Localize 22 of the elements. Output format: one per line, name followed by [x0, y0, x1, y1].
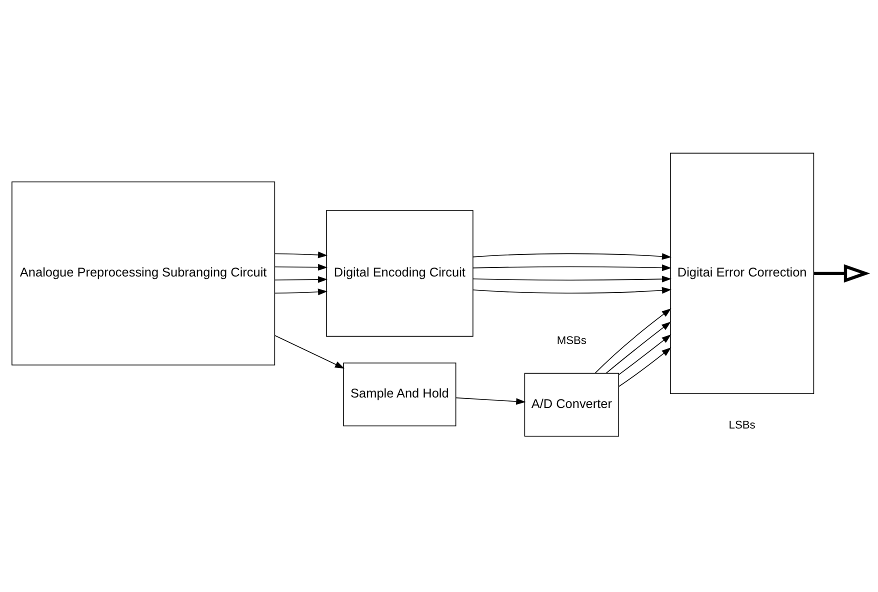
node-box: Digitai Error Correction [670, 152, 814, 394]
arrow [274, 334, 345, 368]
arrow [456, 396, 526, 404]
arrow [618, 346, 672, 386]
arrow [814, 264, 870, 282]
arrow [472, 275, 672, 282]
arrow [274, 263, 328, 270]
arrow [274, 276, 328, 282]
node-box: Sample And Hold [343, 362, 456, 426]
arrow [472, 264, 672, 271]
node-box: A/D Converter [524, 372, 620, 436]
arrow [606, 321, 672, 374]
arrow [274, 288, 328, 295]
node-box: Digital Encoding Circuit [326, 210, 474, 336]
arrow [472, 252, 672, 260]
node-box: Analogue Preprocessing Subranging Circuit [12, 180, 276, 365]
arrow [618, 334, 672, 375]
arrow [472, 286, 672, 294]
label: LSBs [728, 418, 756, 431]
arrow [274, 251, 328, 258]
arrow [594, 308, 672, 373]
label: MSBs [556, 334, 587, 347]
